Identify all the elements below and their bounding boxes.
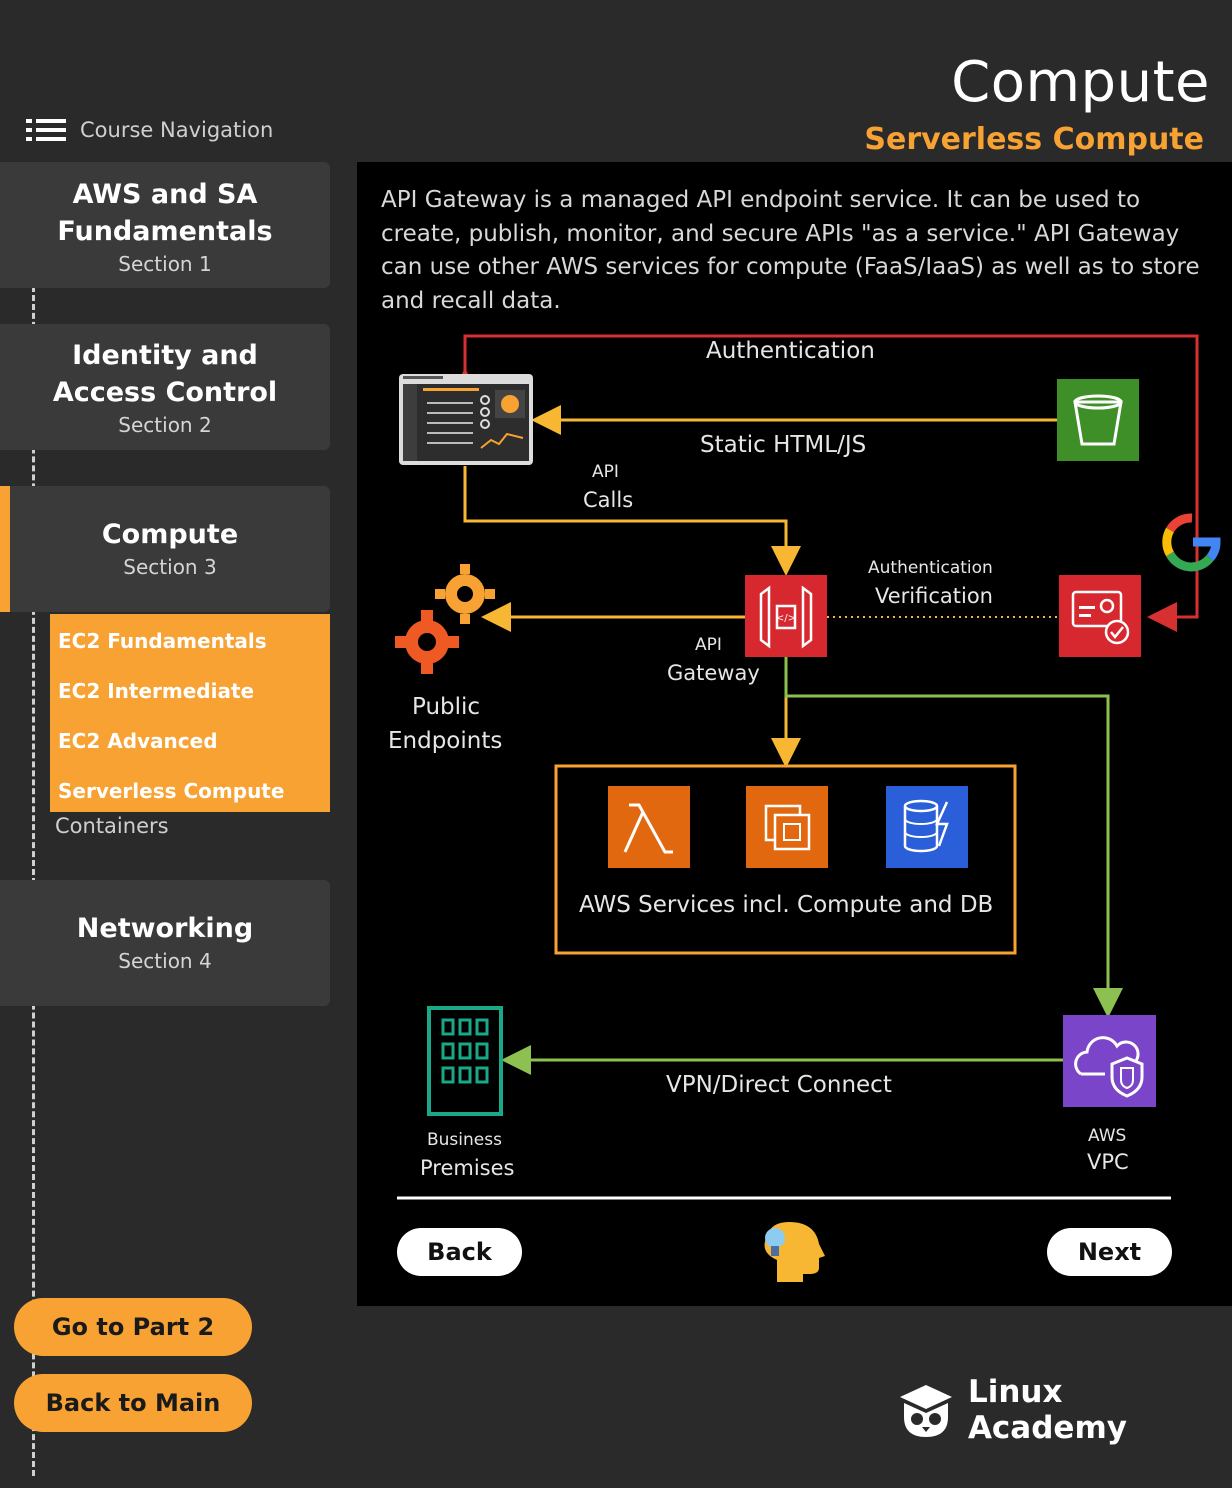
- page-subtitle: Serverless Compute: [864, 122, 1204, 157]
- submenu-item-containers[interactable]: Containers: [55, 814, 169, 838]
- tip-head-icon: [764, 1222, 825, 1282]
- vpc-label-bottom: VPC: [1087, 1150, 1129, 1174]
- compute-submenu: EC2 Fundamentals EC2 Intermediate EC2 Ad…: [50, 614, 330, 812]
- api-calls-label-top: API: [592, 462, 619, 482]
- section-title: Networking: [76, 913, 254, 944]
- section-card-compute[interactable]: Compute Section 3: [0, 486, 330, 612]
- course-navigation[interactable]: Course Navigation: [26, 118, 273, 142]
- architecture-diagram: </>: [395, 334, 1221, 1282]
- section-number: Section 2: [118, 413, 212, 437]
- vpc-line: [784, 657, 1123, 1018]
- section-title: AWS and SA Fundamentals: [57, 179, 273, 247]
- section-number: Section 1: [118, 252, 212, 276]
- brand-logo: Linux Academy: [896, 1374, 1232, 1446]
- section-title: Identity and Access Control: [52, 340, 278, 408]
- auth-verification-label-top: Authentication: [868, 558, 993, 578]
- static-html-label: Static HTML/JS: [700, 432, 867, 458]
- nav-label: Course Navigation: [80, 118, 274, 142]
- aws-services-label: AWS Services incl. Compute and DB: [579, 892, 994, 918]
- section-number: Section 3: [123, 555, 217, 579]
- vpc-label-top: AWS: [1088, 1126, 1127, 1146]
- section-card-aws-fundamentals[interactable]: AWS and SA Fundamentals Section 1: [0, 162, 330, 288]
- business-label-bottom: Premises: [420, 1156, 515, 1180]
- back-to-main-button[interactable]: Back to Main: [14, 1374, 252, 1432]
- business-label-top: Business: [427, 1130, 502, 1150]
- submenu-item-ec2-intermediate[interactable]: EC2 Intermediate: [58, 679, 255, 703]
- section-number: Section 4: [118, 949, 212, 973]
- submenu-item-ec2-fundamentals[interactable]: EC2 Fundamentals: [58, 629, 267, 653]
- lambda-icon: [608, 786, 690, 868]
- section-card-identity[interactable]: Identity and Access Control Section 2: [0, 324, 330, 450]
- section-card-networking[interactable]: Networking Section 4: [0, 880, 330, 1006]
- brand-name: Linux Academy: [967, 1374, 1127, 1446]
- description-text: API Gateway is a managed API endpoint se…: [381, 187, 1200, 314]
- submenu-item-ec2-advanced[interactable]: EC2 Advanced: [58, 729, 218, 753]
- api-gateway-label-bottom: Gateway: [667, 661, 760, 685]
- api-gateway-icon: </>: [745, 575, 827, 657]
- page-title: Compute: [951, 50, 1210, 115]
- aws-services-box: [554, 764, 1017, 955]
- dashboard-icon: [399, 374, 533, 465]
- google-icon: [1162, 513, 1221, 572]
- owl-logo-icon: [900, 1385, 952, 1437]
- api-calls-label-bottom: Calls: [583, 488, 634, 512]
- submenu-item-serverless-compute[interactable]: Serverless Compute: [58, 779, 285, 803]
- auth-verification-label-bottom: Verification: [875, 584, 993, 608]
- vpn-label: VPN/Direct Connect: [666, 1072, 892, 1098]
- gear-icon: [395, 564, 495, 674]
- content-panel: API Gateway is a managed API endpoint se…: [357, 162, 1232, 1306]
- public-endpoints-label-top: Public: [412, 694, 481, 720]
- back-button[interactable]: Back: [397, 1228, 522, 1276]
- verification-icon: [1059, 575, 1141, 657]
- next-button[interactable]: Next: [1047, 1228, 1172, 1276]
- go-to-part2-button[interactable]: Go to Part 2: [14, 1298, 252, 1356]
- section-title: Compute: [101, 519, 239, 550]
- dynamodb-icon: [886, 786, 968, 868]
- vpc-icon: [1063, 1015, 1156, 1107]
- menu-icon: [26, 119, 66, 141]
- s3-bucket-icon: [1057, 379, 1139, 461]
- api-gateway-label-top: API: [695, 635, 722, 655]
- api-calls-line: [463, 466, 801, 576]
- building-icon: [427, 1006, 503, 1116]
- ec2-icon: [746, 786, 828, 868]
- svg-text:</>: </>: [776, 613, 796, 624]
- public-endpoints-label-bottom: Endpoints: [388, 728, 503, 754]
- authentication-label: Authentication: [706, 338, 875, 364]
- authentication-line: [450, 334, 1199, 632]
